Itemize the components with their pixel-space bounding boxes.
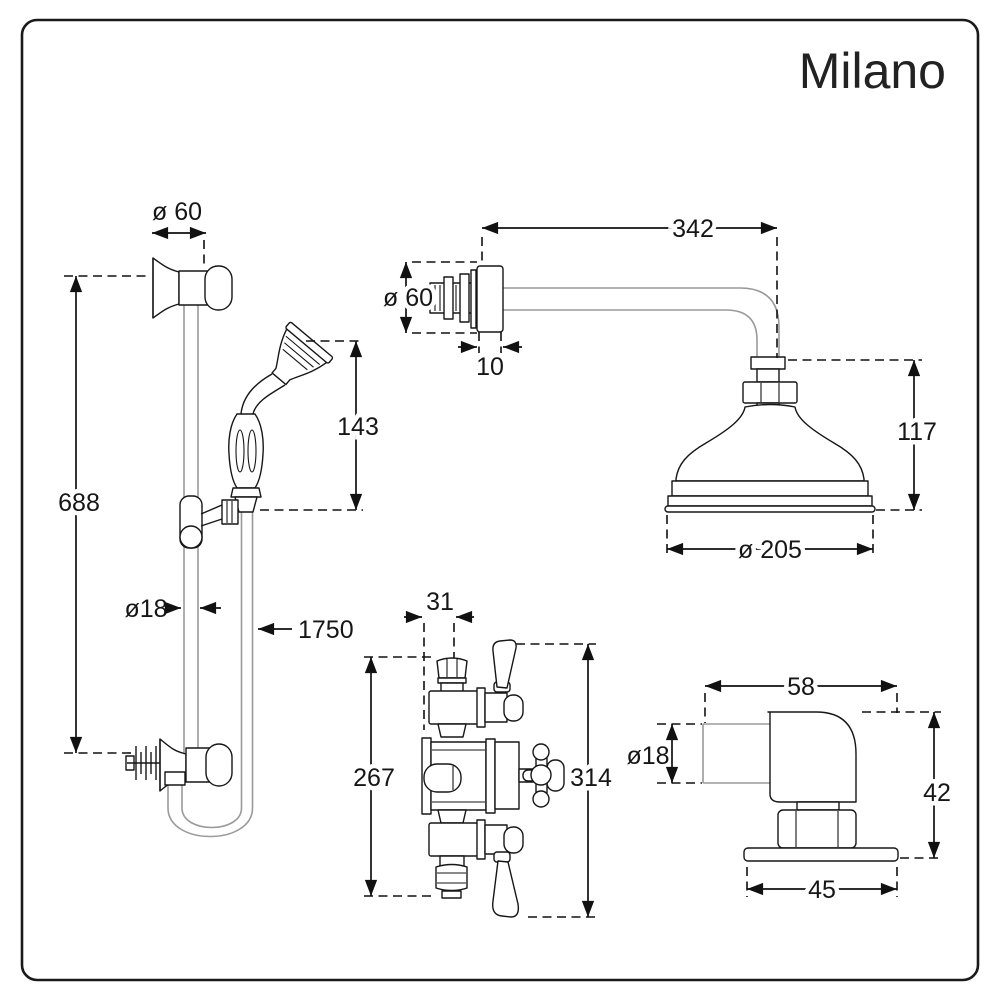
dim-label-elbow-pipe-diameter: ø18 [626, 742, 669, 770]
elbow-inlet-spigot [702, 723, 770, 784]
dim-elbow-base-width: 45 [746, 867, 898, 909]
dim-head-height: 117 [788, 359, 941, 511]
dim-label-hose-length: 1750 [298, 616, 354, 644]
dim-handset-length: 143 [260, 340, 383, 511]
dim-label-elbow-projection: 58 [787, 673, 815, 701]
elbow-wall-plate [743, 847, 899, 862]
dim-label-head-height: 117 [897, 418, 937, 446]
dim-label-flange-depth: 10 [476, 353, 504, 381]
valve-lower-tee [428, 809, 524, 918]
dim-elbow-height: 42 [862, 711, 955, 859]
shower-head [664, 403, 876, 513]
dim-elbow-pipe-diameter: ø18 [626, 723, 702, 784]
valve-top-cap [436, 657, 468, 693]
valve-bottom-lever [492, 860, 520, 918]
dim-label-rail-length: 688 [58, 489, 100, 517]
dim-label-head-diameter: ø 205 [738, 536, 802, 564]
dim-valve-overall-height: 314 [516, 643, 616, 918]
dim-label-flange-diameter: ø 60 [383, 284, 433, 312]
dim-elbow-projection: 58 [704, 669, 898, 723]
rail-bottom-outlet [125, 738, 233, 792]
handset-head [271, 321, 334, 386]
dim-label-valve-body-height: 267 [353, 764, 395, 792]
dim-bracket-diameter: ø 60 [152, 198, 206, 264]
dim-label-elbow-height: 42 [923, 779, 951, 807]
valve-body [421, 737, 520, 815]
dim-label-rail-diameter: ø18 [124, 595, 167, 623]
brand-logo: Milano [799, 43, 946, 99]
valve-cross-handle [518, 743, 565, 808]
elbow-body [743, 711, 899, 862]
dim-head-diameter: ø 205 [666, 515, 874, 569]
shower-hose [167, 512, 254, 838]
slide-rail-diagram: ø 60 688 143 ø18 1750 [54, 198, 383, 838]
dim-label-elbow-base-width: 45 [808, 876, 836, 904]
arm-wall-fitting [422, 265, 504, 333]
shower-arm-diagram: 342 ø 60 10 117 ø 205 [378, 211, 941, 569]
dim-hose-length: 1750 [257, 616, 354, 644]
dim-rail-length: 688 [54, 275, 150, 754]
dim-flange-depth: 10 [458, 332, 522, 381]
dim-label-valve-overall-height: 314 [570, 764, 612, 792]
shower-arm-tube [503, 287, 780, 357]
dim-label-bracket-diameter: ø 60 [152, 198, 202, 226]
page-border [20, 18, 980, 982]
dim-label-valve-outlet-width: 31 [426, 588, 454, 616]
valve-diagram: 31 267 314 [349, 588, 616, 918]
dim-label-arm-reach: 342 [672, 215, 714, 243]
dim-label-handset-length: 143 [337, 413, 379, 441]
valve-upper-tee [428, 639, 524, 738]
dim-arm-reach: 342 [481, 211, 778, 358]
valve-top-lever [492, 639, 517, 689]
dim-rail-diameter: ø18 [124, 595, 221, 623]
dim-valve-outlet-width: 31 [404, 588, 474, 730]
dim-valve-body-height: 267 [349, 656, 434, 897]
dim-flange-diameter: ø 60 [378, 261, 477, 334]
handset-holder [179, 495, 239, 549]
handset-handle [228, 413, 264, 513]
handset-neck [240, 373, 286, 415]
elbow-diagram: 58 ø18 42 45 [626, 669, 955, 909]
outlet-thread-lines [135, 746, 157, 780]
arm-thread-lines [434, 285, 457, 311]
rail-top-bracket [152, 257, 233, 319]
